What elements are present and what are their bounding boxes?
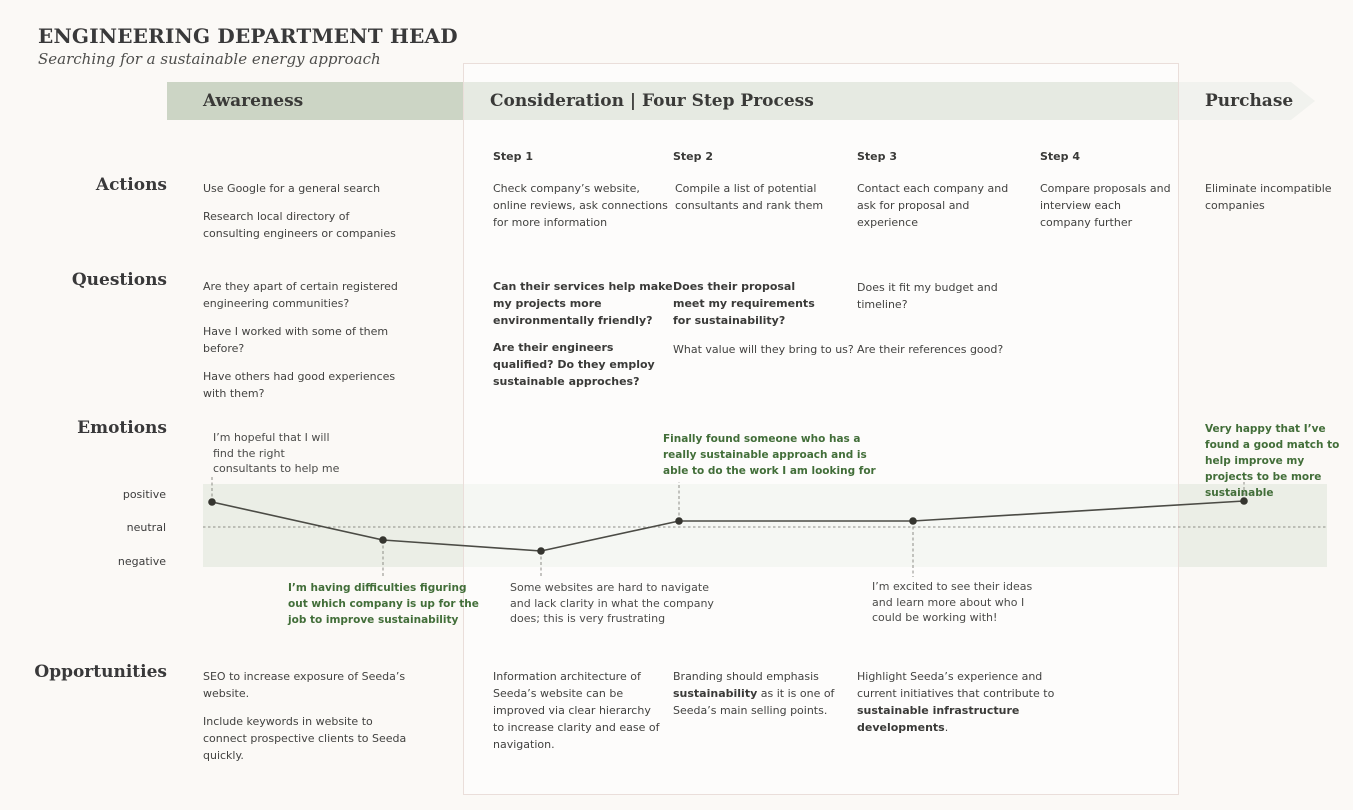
step-3-header: Step 3: [857, 150, 897, 163]
phase-label-purchase: Purchase: [1205, 91, 1294, 111]
emotion-note-very-happy: Very happy that I’ve found a good match …: [1205, 423, 1340, 499]
emotion-note-finally-found: Finally found someone who has a really s…: [663, 433, 876, 477]
question-item: Have others had good experiences with th…: [203, 370, 396, 400]
opportunity-text: as it is one of Seeda’s main selling poi…: [673, 687, 835, 717]
actions-purchase: Eliminate incompatible companies: [1205, 182, 1332, 212]
step-2-header: Step 2: [673, 150, 713, 163]
consideration-box: [463, 63, 1179, 795]
questions-awareness: Are they apart of certain registered eng…: [203, 278, 398, 402]
actions-awareness: Use Google for a general search Research…: [203, 180, 398, 242]
opportunities-awareness: SEO to increase exposure of Seeda’s webs…: [203, 668, 413, 764]
row-label-actions: Actions: [95, 175, 167, 195]
actions-step2: Compile a list of potential consultants …: [675, 182, 824, 212]
opportunity-item: Include keywords in website to connect p…: [203, 715, 407, 762]
page-title: ENGINEERING DEPARTMENT HEAD: [38, 24, 458, 48]
questions-step2-q2: What value will they bring to us?: [673, 343, 854, 356]
question-item: Have I worked with some of them before?: [203, 325, 389, 355]
scale-label-neutral: neutral: [126, 521, 166, 534]
questions-step3-q1: Does it fit my budget and timeline?: [857, 281, 998, 311]
emotion-note-hopeful: I’m hopeful that I will find the right c…: [213, 431, 340, 475]
phase-label-awareness: Awareness: [203, 91, 304, 111]
phase-band-purchase-arrow: [1179, 82, 1315, 120]
opportunity-text: Branding should emphasis: [673, 670, 819, 683]
actions-step4: Compare proposals and interview each com…: [1040, 182, 1171, 229]
actions-step1: Check company’s website, online reviews,…: [493, 182, 668, 229]
row-label-questions: Questions: [71, 270, 167, 290]
opportunities-step1: Information architecture of Seeda’s webs…: [493, 670, 660, 751]
opportunity-text: Highlight Seeda’s experience and current…: [857, 670, 1055, 700]
opportunities-step3: Highlight Seeda’s experience and current…: [857, 668, 1062, 736]
questions-step1-q2: Are their engineers qualified? Do they e…: [493, 341, 655, 388]
row-label-opportunities: Opportunities: [34, 662, 167, 682]
scale-label-positive: positive: [122, 488, 166, 501]
opportunities-step2: Branding should emphasis sustainability …: [673, 668, 845, 719]
phase-label-consideration: Consideration | Four Step Process: [490, 91, 814, 111]
questions-step3-q2: Are their references good?: [857, 343, 1004, 356]
actions-step3: Contact each company and ask for proposa…: [857, 182, 1009, 229]
opportunity-item: SEO to increase exposure of Seeda’s webs…: [203, 670, 406, 700]
questions-step2-q1: Does their proposal meet my requirements…: [673, 280, 815, 327]
emotion-note-excited: I’m excited to see their ideas and learn…: [872, 580, 1033, 624]
row-label-emotions: Emotions: [77, 418, 167, 438]
questions-step1-q1: Can their services help make my projects…: [493, 280, 673, 327]
emotion-note-difficulties: I’m having difficulties figuring out whi…: [288, 582, 479, 626]
step-4-header: Step 4: [1040, 150, 1080, 163]
page-subtitle: Searching for a sustainable energy appro…: [38, 50, 381, 68]
scale-label-negative: negative: [117, 555, 166, 568]
action-item: Use Google for a general search: [203, 182, 381, 195]
step-1-header: Step 1: [493, 150, 533, 163]
opportunity-text: .: [944, 721, 949, 734]
emotion-note-websites: Some websites are hard to navigate and l…: [510, 581, 714, 625]
opportunity-text-bold: sustainable infrastructure developments: [857, 704, 1020, 734]
question-item: Are they apart of certain registered eng…: [203, 280, 398, 310]
action-item: Research local directory of consulting e…: [203, 210, 396, 240]
opportunity-text-bold: sustainability: [673, 687, 758, 700]
